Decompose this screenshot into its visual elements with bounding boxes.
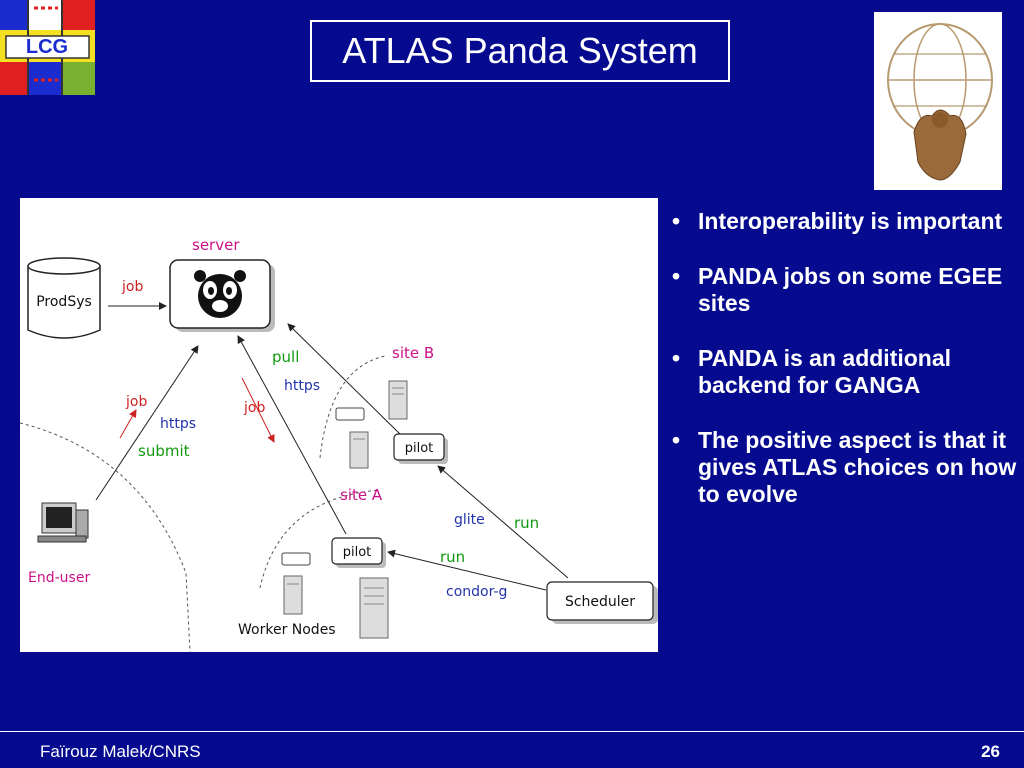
slide-title: ATLAS Panda System bbox=[310, 20, 730, 82]
prodsys-label: ProdSys bbox=[36, 294, 92, 310]
bullet-text: PANDA is an additional backend for GANGA bbox=[698, 345, 952, 398]
bullet-text: PANDA jobs on some EGEE sites bbox=[698, 263, 1003, 316]
condor-label: condor-g bbox=[446, 584, 507, 600]
footer-author: Faïrouz Malek/CNRS bbox=[40, 742, 201, 761]
run-label-lower: run bbox=[440, 548, 465, 566]
bullet-list: •Interoperability is important •PANDA jo… bbox=[668, 208, 1020, 536]
https-label-right: https bbox=[284, 378, 320, 394]
computer-icon bbox=[37, 502, 89, 543]
glite-label: glite bbox=[454, 512, 485, 528]
panda-architecture-diagram: ProdSys server job bbox=[20, 198, 658, 652]
server-node bbox=[169, 259, 275, 332]
pilot-b-node: pilot bbox=[393, 433, 448, 464]
pull-label: pull bbox=[272, 348, 299, 366]
job-direction-arrow-mid bbox=[241, 377, 275, 443]
end-user-boundary bbox=[20, 422, 191, 652]
scheduler-node: Scheduler bbox=[546, 581, 658, 624]
pilot-b-pull-arrow bbox=[287, 323, 403, 437]
atlas-logo bbox=[874, 12, 1002, 190]
site-b-servers bbox=[335, 380, 408, 469]
submit-arrow bbox=[95, 345, 199, 501]
bullet-text: Interoperability is important bbox=[698, 208, 1003, 234]
worker-nodes-label: Worker Nodes bbox=[238, 622, 336, 638]
job-direction-arrow-left bbox=[119, 409, 137, 439]
lcg-logo: LCG bbox=[0, 0, 95, 95]
https-label-left: https bbox=[160, 416, 196, 432]
server-label: server bbox=[192, 236, 240, 254]
worker-node-servers bbox=[281, 552, 389, 639]
end-user-label: End-user bbox=[28, 570, 90, 586]
bullet-item: •Interoperability is important bbox=[672, 208, 1003, 234]
bullet-item: •PANDA is an additional backend for GANG… bbox=[672, 345, 952, 398]
scheduler-to-pilot-a-arrow bbox=[387, 549, 547, 591]
bullet-text: The positive aspect is that it gives ATL… bbox=[698, 427, 1017, 507]
bullet-item: •PANDA jobs on some EGEE sites bbox=[672, 263, 1003, 316]
page-number: 26 bbox=[981, 742, 1000, 761]
prodsys-database: ProdSys bbox=[27, 257, 101, 339]
run-label-upper: run bbox=[514, 514, 539, 532]
lcg-logo-text: LCG bbox=[26, 36, 68, 58]
scheduler-label: Scheduler bbox=[565, 594, 635, 610]
scheduler-to-pilot-b-arrow bbox=[437, 465, 569, 579]
pilot-a-label: pilot bbox=[343, 545, 372, 560]
bullet-item: •The positive aspect is that it gives AT… bbox=[672, 427, 1017, 507]
site-a-boundary bbox=[259, 489, 381, 589]
site-a-label: site A bbox=[340, 486, 383, 504]
job-label-left: job bbox=[125, 394, 147, 410]
pilot-a-pull-arrow bbox=[237, 335, 347, 535]
pilot-b-label: pilot bbox=[405, 441, 434, 456]
pilot-a-node: pilot bbox=[331, 537, 386, 568]
site-b-label: site B bbox=[392, 344, 434, 362]
footer-divider bbox=[0, 731, 1024, 732]
panda-icon bbox=[194, 270, 246, 318]
job-label-top: job bbox=[121, 279, 143, 295]
submit-label: submit bbox=[138, 442, 190, 460]
site-b-boundary bbox=[319, 355, 386, 459]
job-label-mid: job bbox=[243, 400, 265, 416]
